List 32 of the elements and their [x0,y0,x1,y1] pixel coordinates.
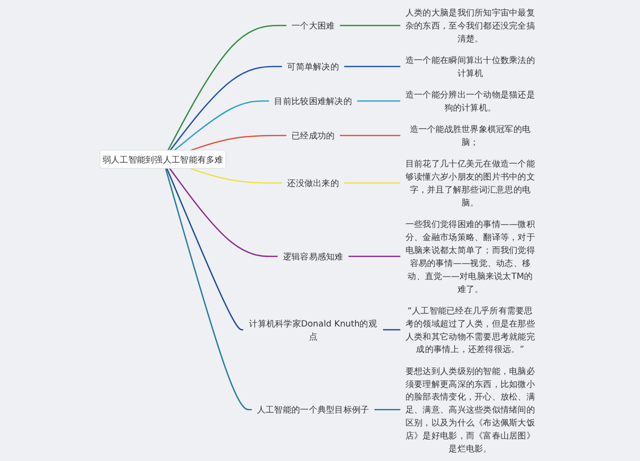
node-text: 人类的大脑是我们所知宇宙中最复杂的东西，至今我们都还没完全搞清楚。 [405,7,535,44]
connector [167,24,286,151]
node-text: 还没做出来的 [287,178,339,188]
node-text: 人工智能的一个典型目标例子 [256,404,370,415]
connector [348,256,400,258]
connector [170,66,282,151]
node-text: 一些我们觉得困难的事情——微积分、金融市场策略、翻译等，对于电脑来说都太简单了；而我们觉得容易的事情——视觉、动态、移动、直觉——对电脑来说太TM的难了。 [405,218,535,294]
connector [165,168,252,410]
connector [344,66,400,68]
node-text: 已经成功的 [292,130,335,141]
connector [357,100,400,102]
connector [166,168,244,330]
node-text: 计算机科学家Donald Knuth的观点 [249,318,378,342]
node-text: 造一个能在瞬间算出十位数乘法的计算机 [405,54,535,78]
node-text: 目前花了几十亿美元在做造一个能够读懂六岁小朋友的图片书中的文字，并且了解那些词汇意思的电脑。 [405,158,535,208]
connector [374,408,400,410]
connector [344,182,400,184]
connector [174,100,270,151]
connector [340,24,400,26]
connector [383,329,400,330]
node-text: 要想达到人类级别的智能，电脑必须要理解更高深的东西，比如微小的脸部表情变化，开心、放松、满足、满意、高兴这些类似情绪间的区别，以及为什么《布达佩斯大饭店》是好电影，而《富春山居图》是烂电影。 [405,366,535,454]
node-text: 目前比较困难解决的 [274,96,352,106]
node-text: 造一个能战胜世界象棋冠军的电脑； [410,124,531,148]
connector [340,134,400,136]
connector [169,168,278,258]
connector [190,168,282,184]
node-text: 一个大困难 [292,20,335,31]
connector [190,134,286,152]
node-text: “人工智能已经在几乎所有需要思考的领域超过了人类，但是在那些人类和其它动物不需要思考就能完成的事情上，还差得很远。” [405,305,535,354]
node-text: 造一个能分辨出一个动物是猫还是狗的计算机。 [405,89,535,113]
node-text: 可简单解决的 [287,61,339,72]
node-text: 逻辑容易感知难 [282,251,344,262]
